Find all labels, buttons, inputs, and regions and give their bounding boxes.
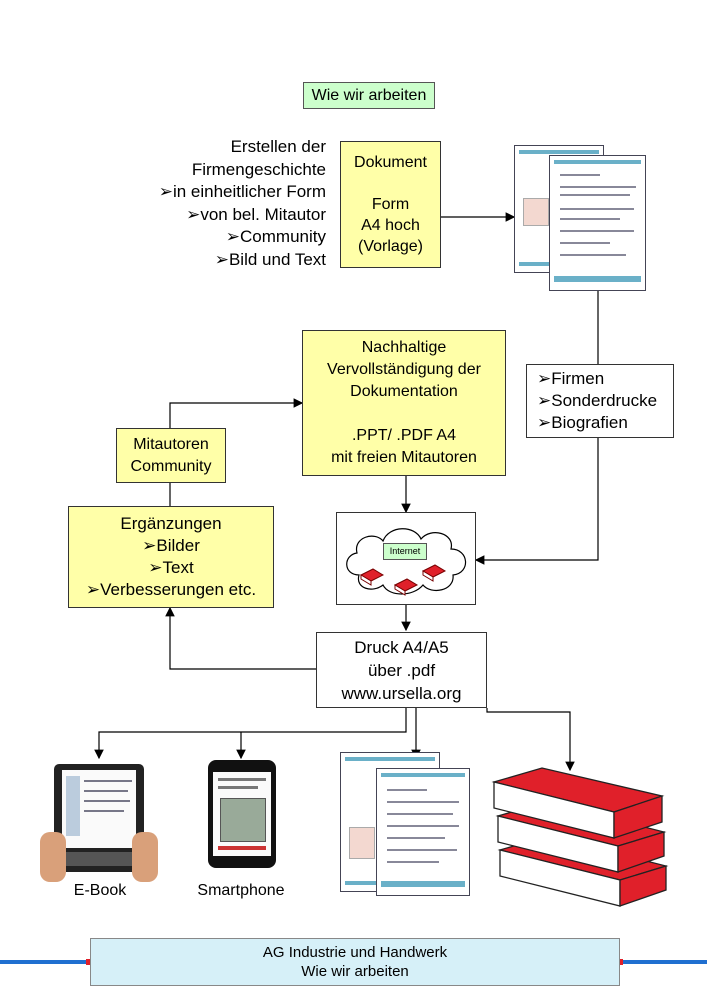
smartphone-caption: Smartphone (186, 882, 296, 900)
footer-line-2: Wie wir arbeiten (301, 963, 409, 980)
intro-bullet-4: Bild und Text (120, 249, 326, 272)
type-biografien-text: Biografien (551, 413, 628, 432)
header-title-text: Wie wir arbeiten (311, 86, 427, 104)
ergaenzungen-box: Ergänzungen Bilder Text Verbesserungen e… (68, 506, 274, 608)
footer-line-1: AG Industrie und Handwerk (262, 944, 448, 961)
type-biografien: Biografien (537, 412, 628, 434)
ergaenzung-text-text: Text (162, 558, 194, 577)
cloud-icon (346, 528, 467, 596)
document-thumbnail-front (549, 155, 646, 291)
intro-bullet-4-text: Bild und Text (228, 249, 326, 269)
intro-text: Erstellen der Firmengeschichte in einhei… (120, 136, 326, 271)
ergaenzung-bilder-text: Bilder (156, 536, 200, 555)
internet-label: Internet (383, 543, 427, 560)
intro-bullet-1-text: in einheitlicher Form (172, 182, 326, 201)
internet-cloud: Internet (336, 512, 476, 605)
smartphone-caption-text: Smartphone (197, 882, 285, 899)
intro-bullet-3-text: Community (240, 227, 326, 246)
ergaenzung-bilder: Bilder (142, 535, 200, 557)
mitautoren-box: Mitautoren Community (116, 428, 226, 483)
ebook-image (40, 758, 158, 888)
ergaenzung-text: Text (148, 557, 194, 579)
intro-title: Erstellen der Firmengeschichte (191, 137, 326, 179)
ebook-caption: E-Book (50, 882, 150, 900)
printed-document-front (376, 768, 470, 896)
nachhaltige-box: Nachhaltige Vervollständigung der Dokume… (302, 330, 506, 476)
ebook-caption-text: E-Book (73, 882, 127, 899)
intro-bullet-3: Community (120, 226, 326, 249)
footer-box: AG Industrie und Handwerk Wie wir arbeit… (90, 938, 620, 986)
druck-box: Druck A4/A5 über .pdf www.ursella.org (316, 632, 487, 708)
type-sonderdrucke-text: Sonderdrucke (551, 391, 658, 410)
internet-label-text: Internet (389, 546, 421, 556)
smartphone-image (208, 760, 276, 868)
type-firmen-text: Firmen (551, 369, 605, 388)
dokument-box: Dokument Form A4 hoch (Vorlage) (340, 141, 441, 268)
ergaenzung-verbesserungen: Verbesserungen etc. (86, 579, 256, 601)
ergaenzung-verbesserungen-text: Verbesserungen etc. (100, 580, 257, 599)
types-box: Firmen Sonderdrucke Biografien (526, 364, 674, 438)
intro-bullet-2-text: von bel. Mitautor (200, 204, 326, 224)
intro-bullet-2: von bel. Mitautor (120, 204, 326, 227)
type-sonderdrucke: Sonderdrucke (537, 390, 657, 412)
header-title: Wie wir arbeiten (303, 82, 435, 109)
intro-bullet-1: in einheitlicher Form (120, 181, 326, 204)
type-firmen: Firmen (537, 368, 604, 390)
ergaenzungen-title: Ergänzungen (120, 514, 222, 533)
